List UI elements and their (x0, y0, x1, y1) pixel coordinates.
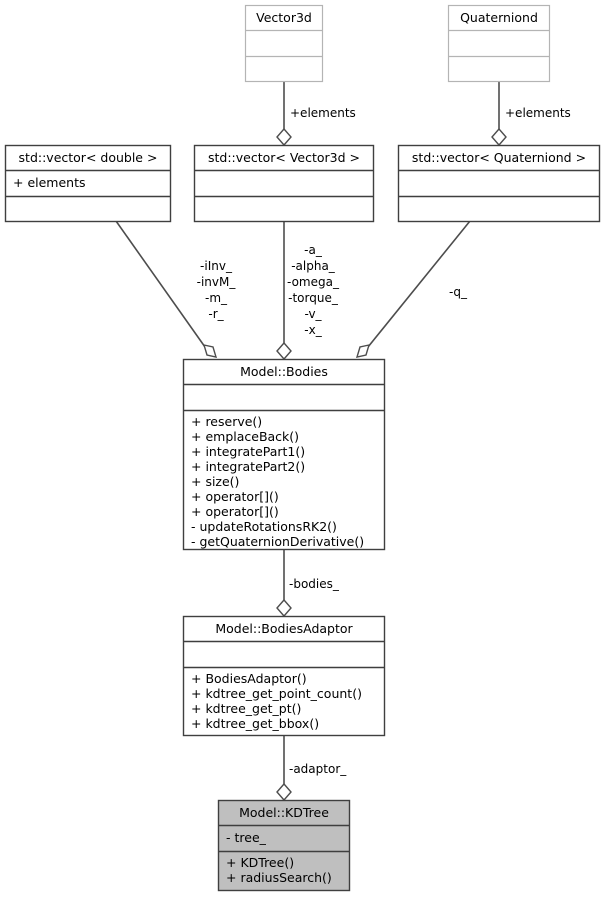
class-box-bodies[interactable]: Model::Bodies + reserve() + emplaceBack(… (182, 358, 386, 551)
edge-label-elements-right: +elements (505, 106, 571, 120)
class-box-quaterniond[interactable]: Quaterniond (447, 4, 551, 83)
class-method-bodies-adaptor-ctor: + BodiesAdaptor() (191, 671, 307, 686)
class-title-quaterniond: Quaterniond (460, 10, 538, 25)
edge-vector-quaterniond-to-bodies: -q_ (355, 220, 471, 358)
edge-vector3d-to-vector-vector3d: +elements (276, 82, 356, 147)
class-method-operator-index-2: + operator[]() (191, 504, 279, 519)
edge-label-r: -r_ (208, 307, 224, 321)
class-method-get-quaternion-derivative: - getQuaternionDerivative() (191, 534, 364, 549)
edge-label-torque: -torque_ (288, 291, 339, 305)
edge-label-x: -x_ (304, 323, 322, 337)
class-method-integrate-part2: + integratePart2() (191, 459, 305, 474)
class-title-vector-quaterniond: std::vector< Quaterniond > (412, 150, 586, 165)
class-method-integrate-part1: + integratePart1() (191, 444, 305, 459)
edge-label-v: -v_ (304, 307, 322, 321)
class-method-radius-search: + radiusSearch() (226, 870, 332, 885)
edge-bodies-to-bodies-adaptor: -bodies_ (276, 550, 340, 618)
edge-label-bodies: -bodies_ (289, 577, 340, 591)
class-box-vector-vector3d[interactable]: std::vector< Vector3d > (193, 144, 375, 223)
class-box-vector3d[interactable]: Vector3d (244, 4, 324, 83)
class-method-operator-index-1: + operator[]() (191, 489, 279, 504)
class-title-vector3d: Vector3d (256, 10, 312, 25)
class-attribute-tree: - tree_ (226, 830, 267, 845)
class-attribute-elements: + elements (13, 175, 86, 190)
edge-label-elements-left: +elements (290, 106, 356, 120)
class-method-kdtree-get-bbox: + kdtree_get_bbox() (191, 716, 319, 731)
edge-label-m: -m_ (205, 291, 228, 305)
class-title-vector-vector3d: std::vector< Vector3d > (208, 150, 360, 165)
class-method-kdtree-get-point-count: + kdtree_get_point_count() (191, 686, 362, 701)
class-title-bodies-adaptor: Model::BodiesAdaptor (215, 621, 353, 636)
edge-label-omega: -omega_ (287, 275, 340, 289)
class-method-kdtree-ctor: + KDTree() (226, 855, 294, 870)
edge-label-alpha: -alpha_ (291, 259, 336, 273)
class-title-vector-double: std::vector< double > (19, 150, 158, 165)
edge-bodies-adaptor-to-kdtree: -adaptor_ (276, 736, 347, 802)
class-method-reserve: + reserve() (191, 414, 262, 429)
edge-label-invm: -invM_ (197, 275, 237, 289)
edge-label-a: -a_ (304, 243, 323, 257)
edge-vector-double-to-bodies: -iInv_ -invM_ -m_ -r_ (115, 220, 237, 358)
class-title-kdtree: Model::KDTree (239, 805, 329, 820)
edge-vector-vector3d-to-bodies: -a_ -alpha_ -omega_ -torque_ -v_ -x_ (276, 221, 340, 361)
class-title-bodies: Model::Bodies (240, 364, 328, 379)
class-method-size: + size() (191, 474, 239, 489)
class-box-vector-double[interactable]: std::vector< double > + elements (4, 144, 172, 223)
class-box-vector-quaterniond[interactable]: std::vector< Quaterniond > (397, 144, 601, 223)
edge-label-adaptor: -adaptor_ (289, 762, 347, 776)
class-method-update-rotations-rk2: - updateRotationsRK2() (191, 519, 337, 534)
edge-quaterniond-to-vector-quaterniond: +elements (491, 82, 571, 147)
class-method-emplace-back: + emplaceBack() (191, 429, 299, 444)
class-method-kdtree-get-pt: + kdtree_get_pt() (191, 701, 301, 716)
class-box-bodies-adaptor[interactable]: Model::BodiesAdaptor + BodiesAdaptor() +… (182, 615, 386, 737)
edge-label-iinv: -iInv_ (200, 259, 233, 273)
class-box-kdtree[interactable]: Model::KDTree - tree_ + KDTree() + radiu… (217, 799, 351, 892)
edge-label-q: -q_ (449, 285, 468, 299)
